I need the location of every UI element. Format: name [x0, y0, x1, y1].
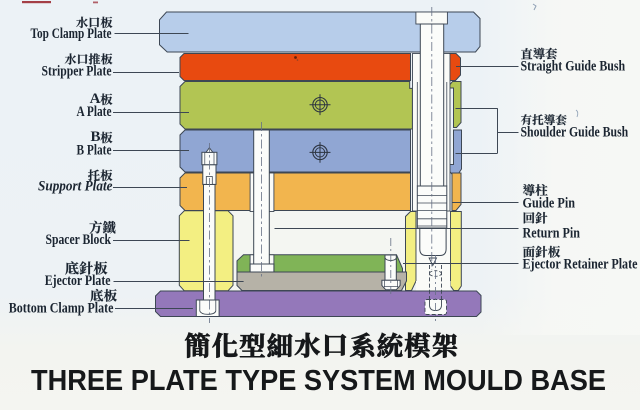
svg-text:B Plate: B Plate [77, 142, 112, 158]
svg-text:A Plate: A Plate [77, 104, 112, 120]
svg-text:A: A [90, 91, 101, 107]
svg-text:THREE PLATE TYPE SYSTEM MOULD: THREE PLATE TYPE SYSTEM MOULD BASE [31, 365, 606, 397]
svg-text:Spacer Block: Spacer Block [46, 232, 112, 248]
svg-text:Stripper Plate: Stripper Plate [42, 63, 112, 79]
svg-text:Bottom Clamp Plate: Bottom Clamp Plate [9, 300, 114, 316]
svg-text:Ejector Retainer Plate: Ejector Retainer Plate [523, 256, 638, 272]
svg-text:Guide Pin: Guide Pin [523, 196, 576, 212]
svg-text:Shoulder Guide Bush: Shoulder Guide Bush [521, 125, 629, 141]
svg-text:Support Plate: Support Plate [38, 179, 113, 195]
svg-text:B: B [90, 129, 100, 145]
svg-text:Return Pin: Return Pin [523, 225, 581, 241]
svg-text:Straight Guide Bush: Straight Guide Bush [521, 59, 626, 75]
svg-text:Top Clamp Plate: Top Clamp Plate [31, 26, 112, 42]
svg-text:Ejector Plate: Ejector Plate [45, 273, 111, 289]
